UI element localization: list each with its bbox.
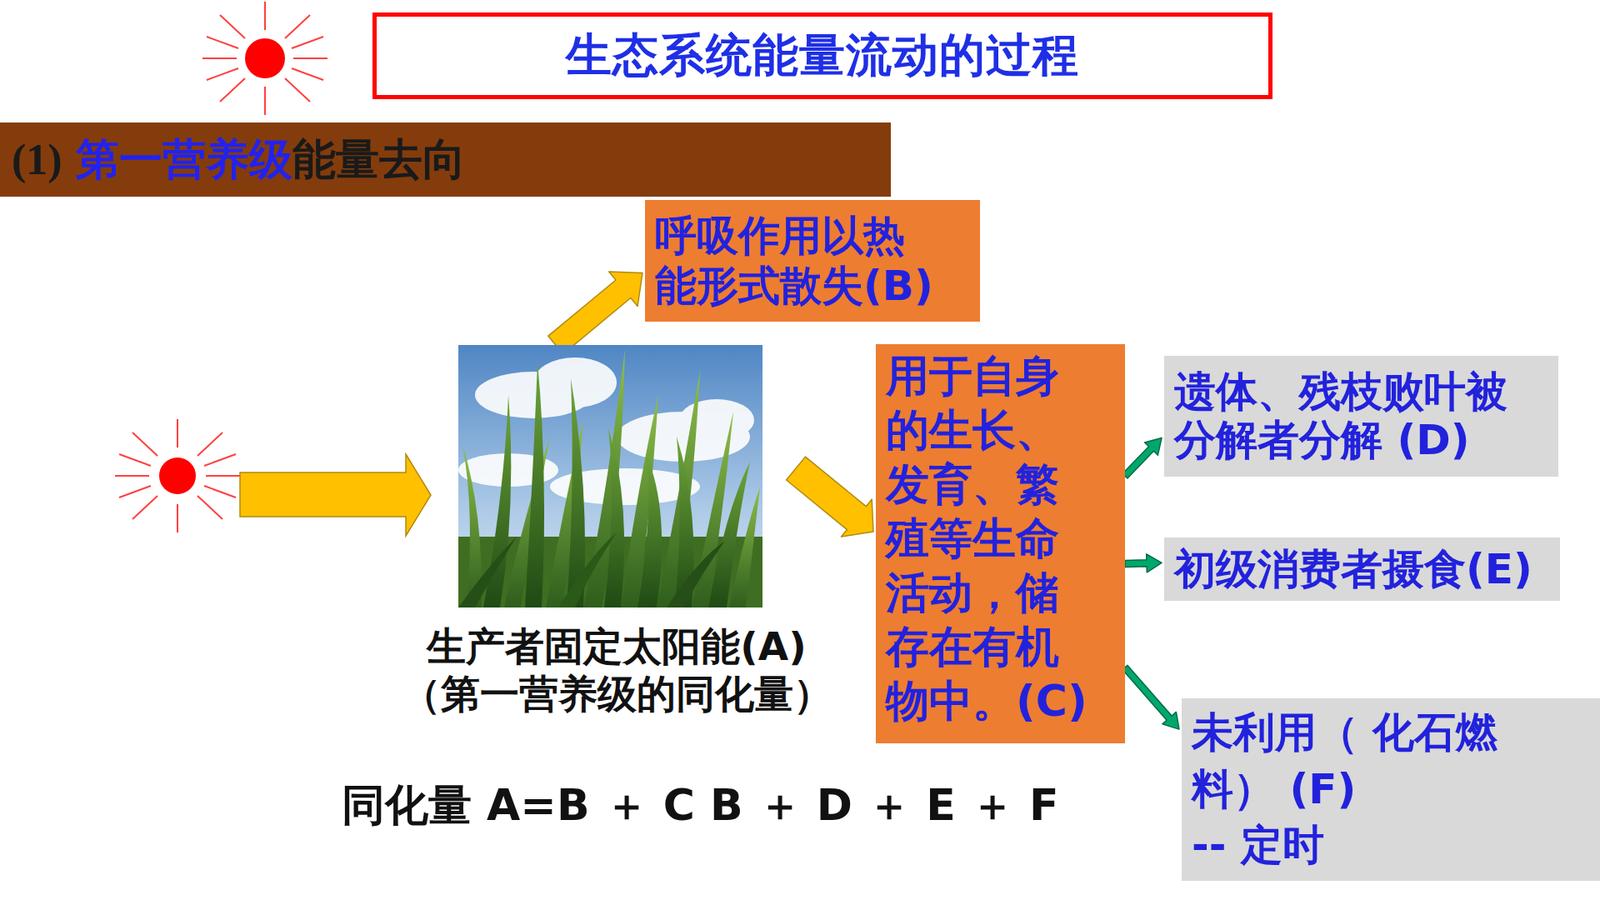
outcome-box: 未利用（ 化石燃料） (F)-- 定时 [1181, 698, 1600, 881]
outcome-box: 初级消费者摄食(E) [1164, 537, 1560, 601]
sun-icon [198, 0, 332, 117]
picture-caption: （第一营养级的同化量） [350, 670, 884, 718]
grass-blades [458, 349, 760, 608]
section-number: (1) [11, 135, 63, 185]
producer-picture: 生产者固定太阳能(A)（第一营养级的同化量） [458, 345, 763, 608]
flow-arrow [1122, 438, 1162, 479]
box-text: 未利用（ 化石燃料） (F) [1191, 705, 1559, 818]
outcome-box: 遗体、残枝败叶被分解者分解 (D) [1164, 355, 1559, 477]
process-box: 呼吸作用以热能形式散失(B) [645, 200, 980, 322]
picture-caption: 生产者固定太阳能(A) [350, 622, 884, 670]
block-arrow [786, 456, 874, 537]
section-heading: 能量去向 [292, 130, 466, 190]
formula-label: 同化量 A=B ＋ C B ＋ D ＋ E ＋ F [341, 776, 1060, 835]
section-heading: 第一营养级 [75, 130, 293, 190]
box-text: 用于自身的生长、发育、繁殖等生命活动，储存在有机物中。(C) [885, 349, 1092, 729]
flow-arrow [1125, 554, 1162, 573]
section-band: (1)第一营养级能量去向 [0, 122, 891, 197]
box-text: 初级消费者摄食(E) [1174, 544, 1552, 595]
box-text: 遗体、残枝败叶被分解者分解 (D) [1174, 368, 1525, 465]
title-frame: 生态系统能量流动的过程 [372, 12, 1273, 100]
grass-photo [458, 345, 763, 608]
block-arrow [240, 454, 431, 536]
sun-disc [245, 38, 285, 79]
sun-rays [202, 1, 328, 115]
sun-rays [115, 419, 240, 533]
process-box: 用于自身的生长、发育、繁殖等生命活动，储存在有机物中。(C) [875, 344, 1125, 744]
diagram-title: 生态系统能量流动的过程 [565, 25, 1080, 87]
caption-group: 生产者固定太阳能(A)（第一营养级的同化量） [350, 622, 884, 719]
sky [458, 345, 763, 608]
box-text: -- 定时 [1191, 817, 1559, 875]
block-arrow [548, 271, 643, 355]
sun-icon [110, 417, 245, 535]
box-text: 呼吸作用以热能形式散失(B) [655, 210, 941, 311]
sun-disc [159, 457, 196, 495]
flow-arrow [1122, 665, 1180, 730]
